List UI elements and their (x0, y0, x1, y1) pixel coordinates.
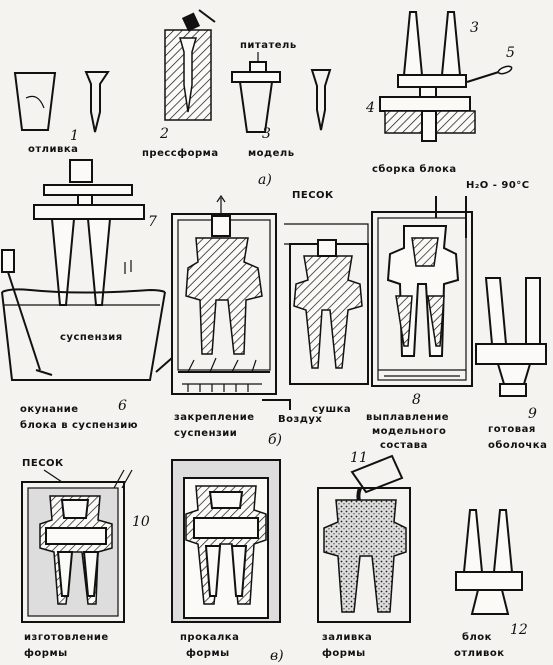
label-castings-block-2: отливок (454, 648, 504, 659)
number-9: 9 (528, 406, 537, 422)
label-casting: отливка (28, 144, 78, 155)
casting-figure (13, 71, 110, 133)
number-6: 6 (118, 398, 127, 414)
label-calcining-2: формы (186, 647, 230, 659)
row-label-b: б) (268, 432, 282, 448)
label-drying: сушка (312, 404, 351, 415)
calcining-figure (171, 459, 281, 623)
number-3b: 3 (470, 20, 479, 36)
label-sand-top: ПЕСОК (292, 190, 334, 201)
number-5: 5 (506, 45, 515, 61)
label-fixation-2: суспензии (174, 428, 237, 439)
label-meltout-1: выплавление (366, 412, 449, 423)
mold-making-figure: ПЕСОК (21, 458, 133, 623)
label-meltout-3: состава (380, 440, 428, 451)
label-feeder: питатель (240, 40, 297, 51)
row-label-v: в) (270, 648, 284, 664)
number-11: 11 (350, 450, 368, 466)
label-dipping-2: блока в суспензию (20, 419, 138, 431)
label-calcining-1: прокалка (180, 632, 239, 643)
label-pouring-2: формы (322, 647, 366, 659)
label-fixation-1: закрепление (174, 412, 255, 423)
castings-block-figure (455, 509, 523, 615)
label-air: Воздух (278, 414, 322, 425)
number-12: 12 (510, 622, 528, 638)
number-8: 8 (412, 392, 421, 408)
drying-figure (284, 223, 369, 385)
sand-fixation-figure (155, 194, 291, 410)
label-shell-1: готовая (488, 424, 536, 435)
dipping-figure (1, 159, 166, 381)
finished-shell-figure (475, 277, 547, 397)
label-mold-making-1: изготовление (24, 632, 109, 643)
label-sand-bottom: ПЕСОК (22, 458, 64, 469)
model-figure: питатель (231, 40, 332, 133)
label-suspension: суспензия (60, 332, 123, 343)
label-castings-block-1: блок (462, 631, 492, 643)
label-block-assembly: сборка блока (372, 163, 457, 175)
label-pouring-1: заливка (322, 632, 372, 643)
label-meltout-2: модельного (372, 426, 446, 437)
number-1: 1 (70, 128, 79, 144)
number-3: 3 (262, 126, 271, 142)
label-model: модель (248, 148, 295, 159)
pouring-figure (317, 454, 411, 623)
label-dipping-1: окунание (20, 404, 79, 415)
label-mold-making-2: формы (24, 647, 68, 659)
number-4: 4 (365, 100, 375, 116)
number-2: 2 (159, 126, 169, 142)
label-press-mold: прессформа (142, 147, 219, 159)
melt-out-figure (371, 196, 473, 387)
row-label-a: а) (258, 172, 272, 188)
number-10: 10 (132, 514, 150, 530)
label-water: H₂O - 90°C (466, 180, 530, 191)
press-mold-figure (164, 9, 216, 121)
label-shell-2: оболочка (488, 439, 547, 451)
block-assembly-figure (379, 11, 513, 142)
number-7: 7 (148, 214, 157, 230)
